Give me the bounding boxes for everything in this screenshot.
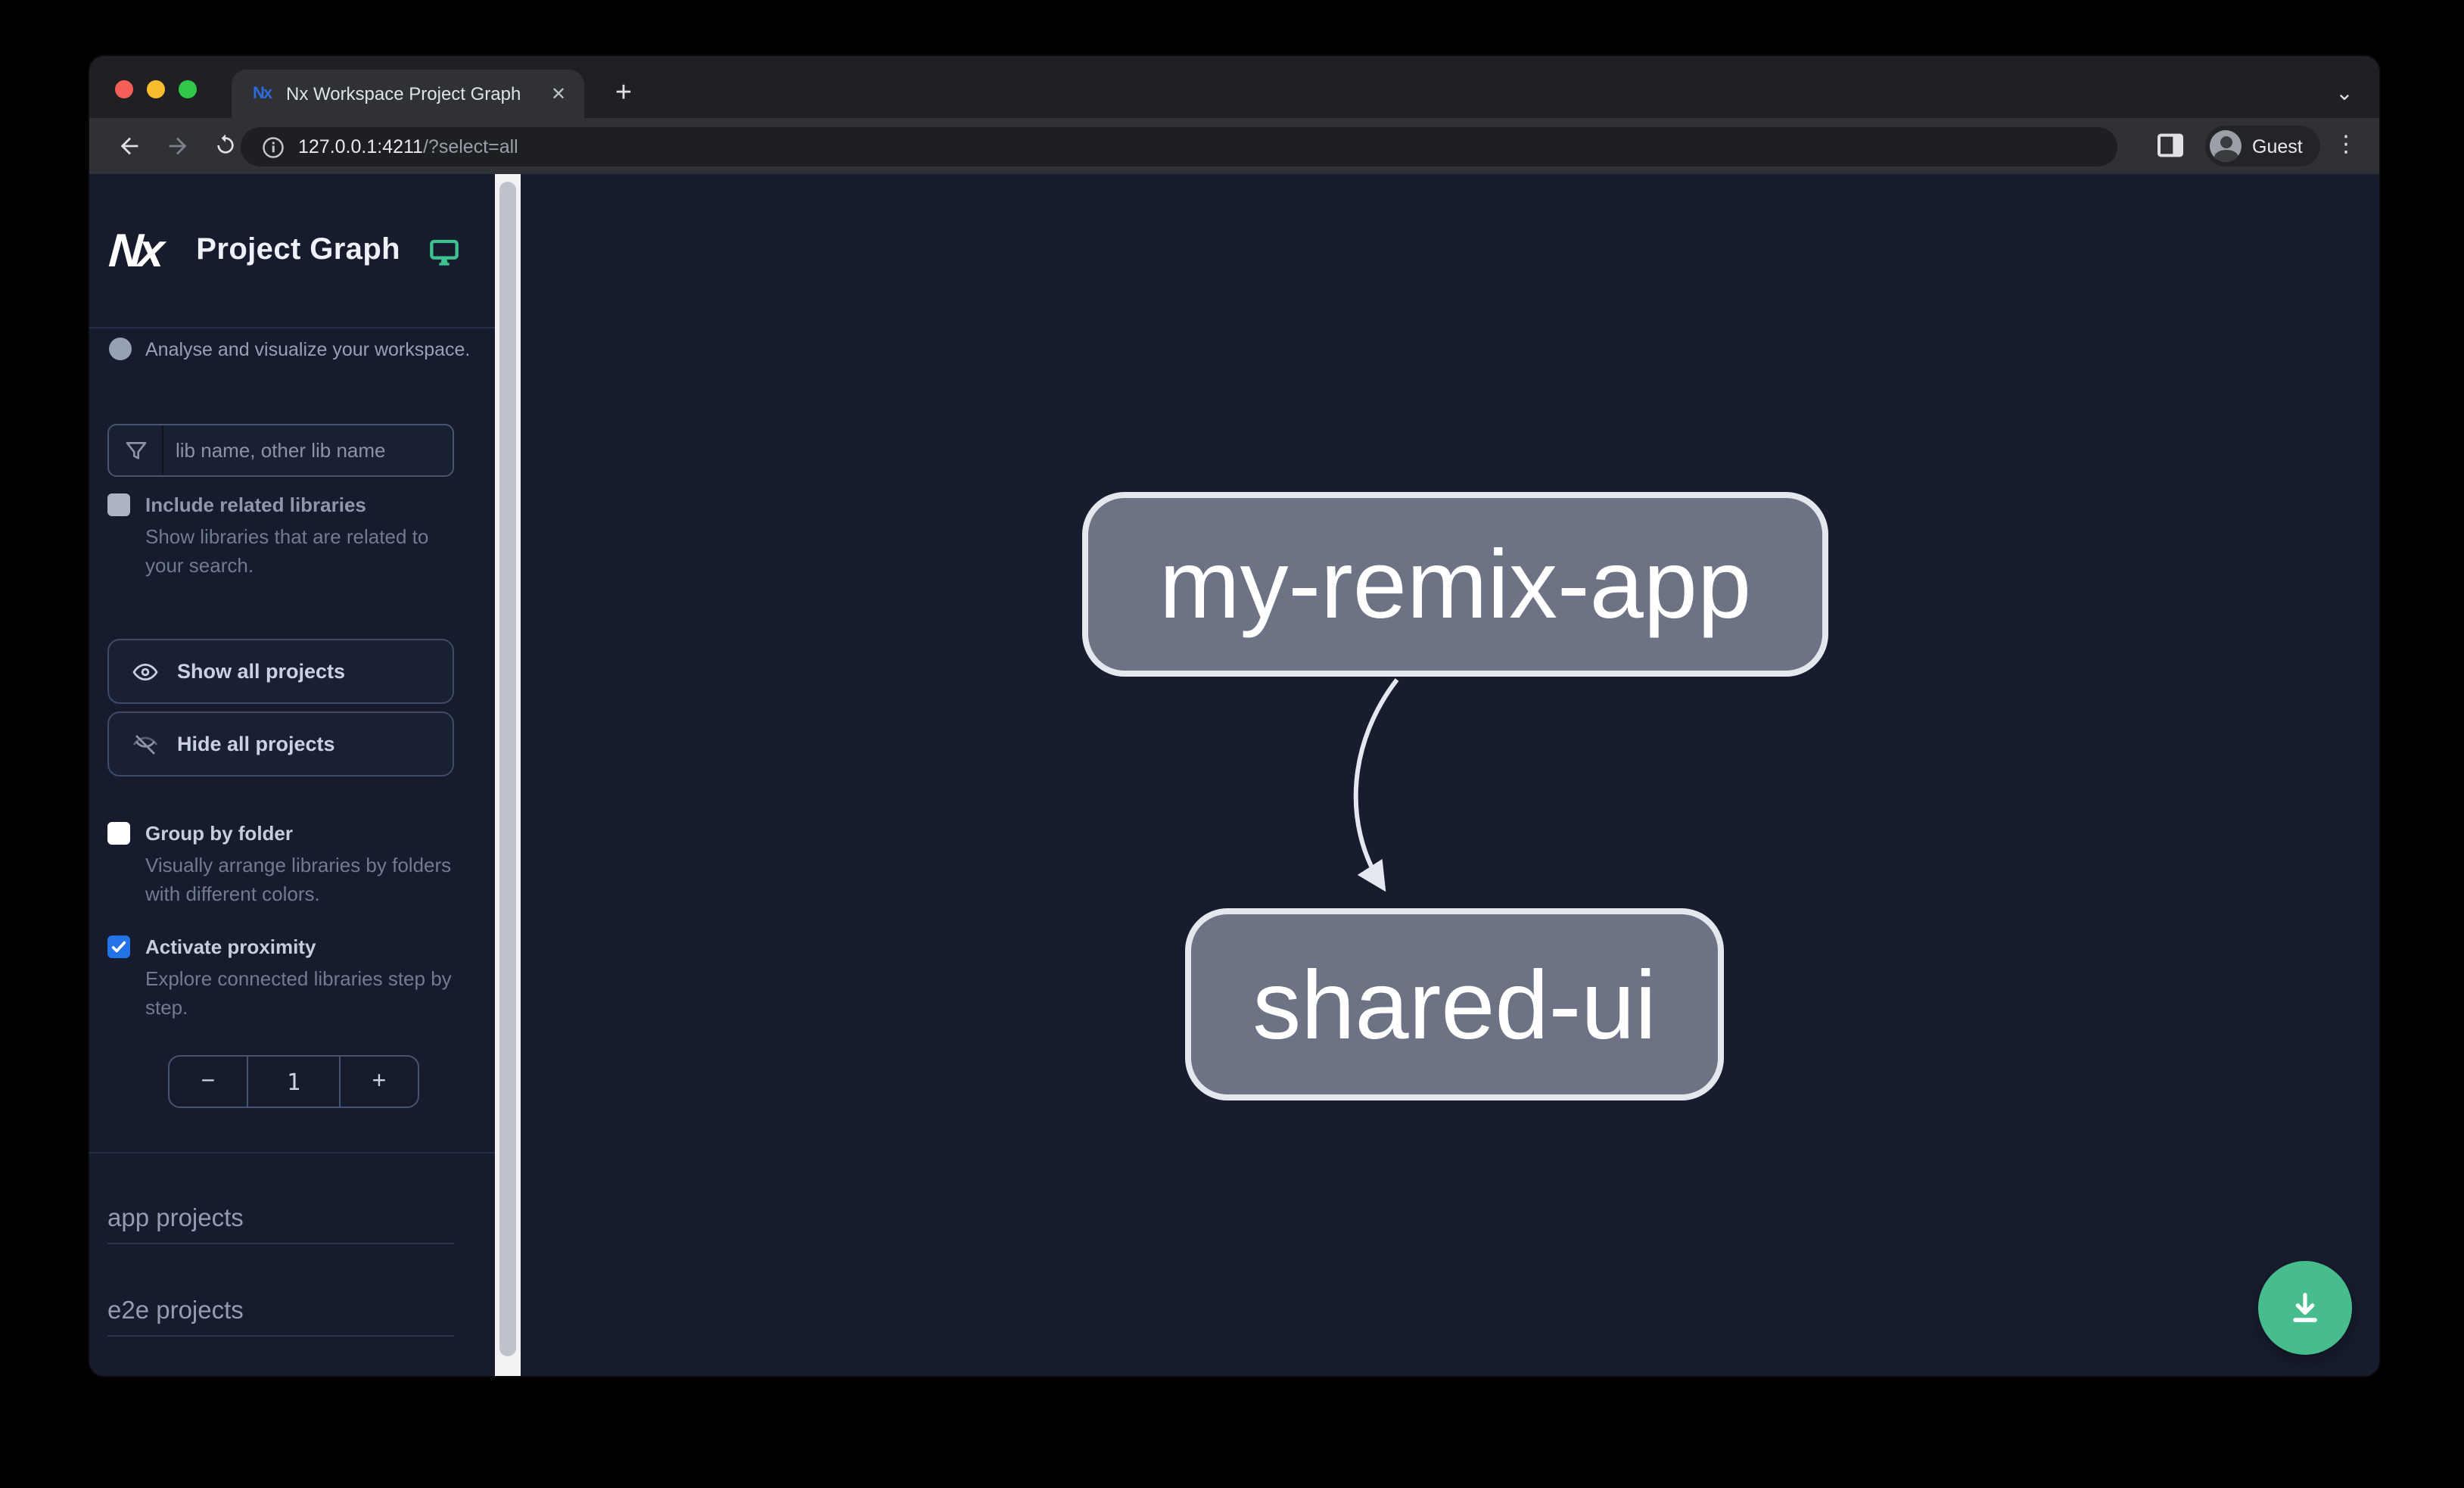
eye-off-icon (132, 734, 158, 754)
site-info-icon[interactable] (262, 135, 285, 158)
tagline-text: Analyse and visualize your workspace. (145, 338, 471, 360)
page-title: Project Graph (196, 233, 400, 266)
checkbox-group-by-folder[interactable]: Group by folder Visually arrange librari… (107, 820, 466, 908)
button-label: Show all projects (177, 660, 346, 683)
section-label: e2e projects (107, 1297, 244, 1325)
monitor-icon[interactable] (428, 237, 459, 267)
eye-icon (132, 662, 158, 680)
edge-my-remix-app-to-shared-ui (1353, 678, 1399, 892)
checkbox-label: Activate proximity (145, 935, 316, 958)
checkbox-description: Show libraries that are related to your … (145, 525, 429, 577)
back-icon (120, 136, 138, 154)
sidebar: Nx Project Graph i Analyse and visualize… (89, 174, 495, 1376)
minimize-window-button[interactable] (147, 80, 165, 98)
divider (89, 1152, 495, 1153)
proximity-value: 1 (247, 1057, 341, 1107)
scrollbar-thumb[interactable] (499, 182, 516, 1356)
close-tab-icon[interactable]: ✕ (550, 83, 567, 104)
nx-favicon-icon: Nx (252, 85, 272, 103)
check-icon (111, 941, 126, 953)
decrement-button[interactable]: − (201, 1068, 216, 1094)
url-path: /?select=all (422, 136, 518, 157)
node-label: my-remix-app (1159, 530, 1752, 639)
browser-tab[interactable]: Nx Nx Workspace Project Graph ✕ (232, 70, 584, 118)
close-window-button[interactable] (115, 80, 133, 98)
checkbox-label: Include related libraries (145, 493, 366, 516)
sidebar-scrollbar[interactable] (495, 174, 521, 1376)
proximity-stepper: − 1 + (168, 1055, 419, 1108)
reload-icon (217, 134, 234, 154)
new-tab-button[interactable]: + (614, 77, 633, 109)
window-controls (115, 80, 197, 98)
tab-strip: Nx Nx Workspace Project Graph ✕ + ⌄ (89, 56, 2379, 118)
checkbox-unchecked-icon[interactable] (107, 822, 130, 845)
zoom-window-button[interactable] (179, 80, 197, 98)
section-label: app projects (107, 1205, 244, 1232)
filter-input[interactable] (163, 439, 453, 462)
back-button[interactable] (109, 126, 148, 165)
browser-toolbar: 127.0.0.1:4211/?select=all Guest ⋮ (89, 118, 2379, 174)
show-all-projects-button[interactable]: Show all projects (107, 639, 454, 704)
checkbox-description: Explore connected libraries step by step… (145, 967, 452, 1019)
checkbox-description: Visually arrange libraries by folders wi… (145, 854, 452, 905)
search-filter (107, 424, 454, 477)
profile-button[interactable]: Guest (2205, 126, 2321, 167)
node-label: shared-ui (1252, 950, 1657, 1059)
button-label: Hide all projects (177, 733, 335, 755)
url-host: 127.0.0.1:4211 (298, 136, 423, 157)
forward-button[interactable] (157, 126, 197, 165)
url-text: 127.0.0.1:4211/?select=all (298, 136, 518, 157)
section-app-projects: app projects (107, 1205, 454, 1244)
url-bar[interactable]: 127.0.0.1:4211/?select=all (241, 127, 2117, 167)
nx-logo[interactable]: Nx (107, 223, 162, 276)
info-icon: i (109, 338, 132, 360)
sidebar-header: Nx Project Graph (89, 174, 495, 327)
graph-canvas[interactable]: my-remix-app shared-ui (521, 174, 2379, 1376)
profile-name: Guest (2252, 135, 2303, 157)
tab-title: Nx Workspace Project Graph (286, 83, 521, 104)
increment-button[interactable]: + (372, 1068, 387, 1094)
chevron-down-icon[interactable]: ⌄ (2335, 80, 2354, 104)
reload-button[interactable] (206, 126, 245, 165)
checkbox-activate-proximity[interactable]: Activate proximity Explore connected lib… (107, 934, 466, 1022)
download-graph-button[interactable] (2258, 1261, 2352, 1355)
nx-graph-page: Nx Project Graph i Analyse and visualize… (89, 174, 2379, 1376)
checkbox-unchecked-icon[interactable] (107, 493, 130, 516)
divider (89, 327, 495, 328)
checkbox-checked-icon[interactable] (107, 935, 130, 958)
browser-window: Nx Nx Workspace Project Graph ✕ + ⌄ (89, 56, 2379, 1376)
forward-icon (168, 136, 186, 154)
hide-all-projects-button[interactable]: Hide all projects (107, 711, 454, 777)
section-e2e-projects: e2e projects (107, 1297, 454, 1337)
node-shared-ui[interactable]: shared-ui (1185, 908, 1724, 1100)
checkbox-include-related[interactable]: Include related libraries Show libraries… (107, 492, 466, 580)
tagline-row: i Analyse and visualize your workspace. (109, 338, 470, 360)
checkbox-label: Group by folder (145, 822, 293, 845)
avatar-icon (2210, 130, 2242, 162)
side-panel-icon[interactable] (2155, 130, 2186, 160)
funnel-icon (109, 425, 163, 475)
download-icon (2293, 1293, 2317, 1322)
browser-menu-button[interactable]: ⋮ (2335, 132, 2357, 157)
node-my-remix-app[interactable]: my-remix-app (1082, 492, 1828, 677)
